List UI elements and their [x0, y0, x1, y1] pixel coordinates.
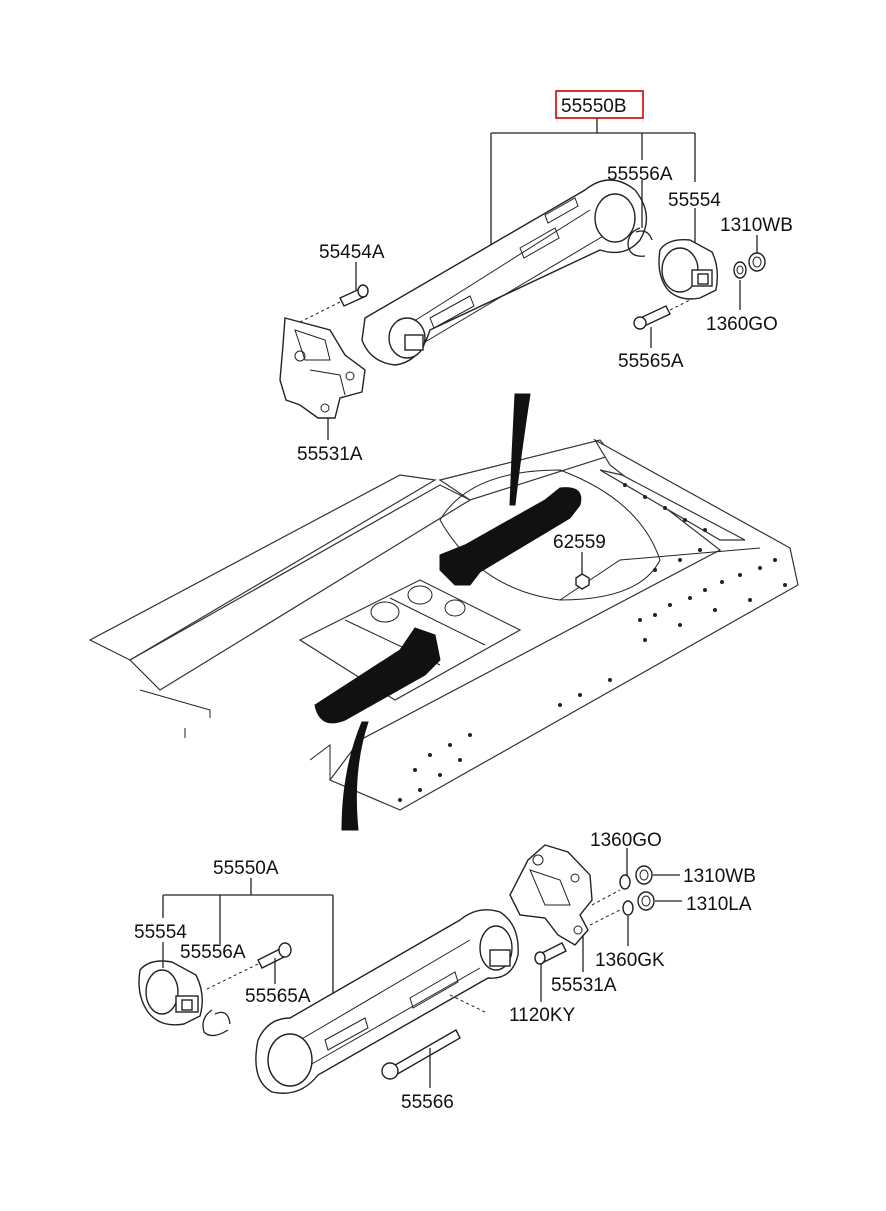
label-1120KY[interactable]: 1120KY	[509, 1005, 576, 1026]
label-1310WB-upper[interactable]: 1310WB	[720, 215, 793, 236]
lower-control-arm	[255, 909, 519, 1094]
label-55531A-lower[interactable]: 55531A	[551, 975, 617, 996]
vehicle-frame: 62559	[88, 393, 799, 831]
lower-nut-1310LA	[637, 891, 655, 911]
label-55565A-upper[interactable]: 55565A	[618, 351, 684, 372]
label-62559[interactable]: 62559	[553, 532, 606, 553]
leader-55550B	[490, 118, 696, 250]
lower-washer-1360GO	[619, 874, 631, 890]
guide-swoosh-top	[509, 393, 531, 506]
highlight-box	[555, 90, 644, 119]
label-55454A[interactable]: 55454A	[319, 242, 385, 263]
label-55556A-upper[interactable]: 55556A	[607, 164, 673, 185]
label-55554-upper[interactable]: 55554	[668, 190, 721, 211]
label-1360GO-lower[interactable]: 1360GO	[590, 830, 662, 851]
label-1310LA[interactable]: 1310LA	[686, 894, 752, 915]
frame-holes	[398, 483, 787, 802]
upper-bolt-55565A	[633, 299, 691, 330]
frame-nut-62559	[575, 573, 590, 590]
lower-bolt-55565A	[204, 942, 292, 991]
frame-upper-arm	[439, 487, 582, 586]
lower-bracket-55531A	[509, 844, 621, 946]
lower-assembly: 55550A	[134, 830, 756, 1113]
upper-snap-ring	[627, 227, 646, 257]
upper-bushing	[658, 239, 719, 300]
lower-washer-1360GK	[622, 900, 634, 916]
upper-control-arm	[361, 179, 648, 366]
label-55554-lower[interactable]: 55554	[134, 922, 187, 943]
lower-bushing	[138, 960, 203, 1026]
upper-nut-1310WB	[748, 252, 766, 272]
label-55550A[interactable]: 55550A	[213, 858, 279, 879]
label-1360GK[interactable]: 1360GK	[595, 950, 665, 971]
upper-bracket-55531A	[279, 317, 366, 419]
label-55550B[interactable]: 55550B	[561, 96, 627, 117]
guide-swoosh-bottom	[341, 721, 369, 831]
label-55556A-lower[interactable]: 55556A	[180, 942, 246, 963]
label-55531A-upper[interactable]: 55531A	[297, 444, 363, 465]
label-55566[interactable]: 55566	[401, 1092, 454, 1113]
lower-nut-1310WB	[635, 865, 653, 885]
lower-long-bolt-55566	[381, 1029, 461, 1080]
upper-washer-1360GO	[733, 261, 747, 279]
frame-lower-arm	[314, 627, 441, 724]
upper-assembly: 55550B	[279, 90, 793, 465]
label-1310WB-lower[interactable]: 1310WB	[683, 866, 756, 887]
lower-bolt-1120KY	[534, 942, 567, 965]
lower-snap-ring	[202, 1009, 229, 1037]
label-55565A-lower[interactable]: 55565A	[245, 986, 311, 1007]
leader-55550A	[162, 878, 334, 1015]
label-1360GO-upper[interactable]: 1360GO	[706, 314, 778, 335]
upper-bolt-55454A	[299, 284, 369, 323]
